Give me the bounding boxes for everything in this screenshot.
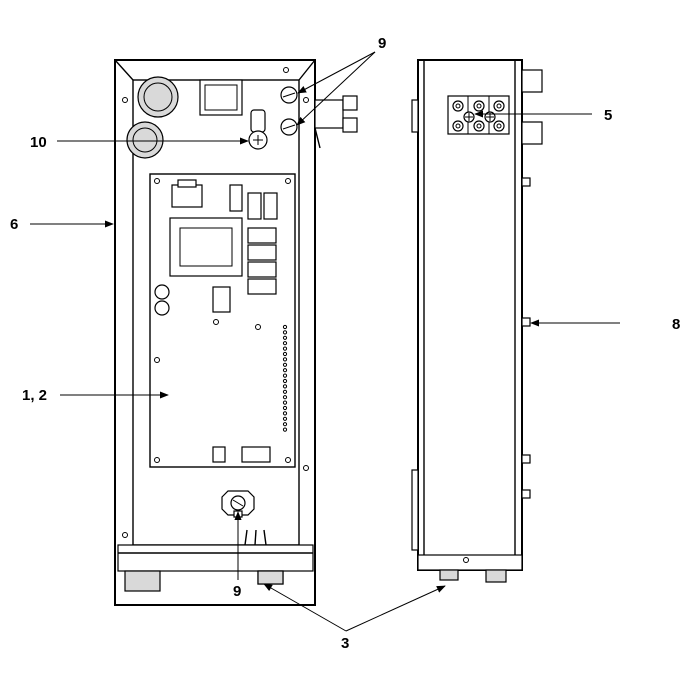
header-pin bbox=[282, 405, 288, 411]
header-pin bbox=[282, 411, 288, 416]
callout-10: 10 bbox=[30, 134, 47, 151]
header-pin bbox=[282, 346, 288, 351]
header-pin bbox=[282, 378, 288, 384]
callout-labels: 9 10 6 5 8 1, 2 9 3 bbox=[10, 35, 680, 652]
side-view-unit bbox=[411, 59, 543, 583]
header-pin bbox=[282, 384, 288, 389]
header-pin bbox=[282, 351, 288, 357]
callout-9-top: 9 bbox=[378, 35, 386, 52]
header-pin bbox=[282, 335, 288, 340]
callout-5: 5 bbox=[604, 107, 612, 124]
header-pin bbox=[282, 400, 288, 405]
leader-3-right bbox=[345, 585, 446, 632]
header-pin bbox=[282, 368, 288, 373]
header-pin bbox=[282, 357, 288, 362]
callout-8: 8 bbox=[672, 316, 680, 333]
header-pin bbox=[282, 330, 288, 335]
callout-9-bottom: 9 bbox=[233, 583, 241, 600]
callout-3: 3 bbox=[341, 635, 349, 652]
header-pin bbox=[282, 324, 288, 330]
leader-9-upper bbox=[297, 51, 376, 94]
header-pin bbox=[282, 389, 288, 394]
header-pin bbox=[282, 373, 288, 378]
leader-9-lower bbox=[296, 51, 376, 126]
callout-6: 6 bbox=[10, 216, 18, 233]
header-pin bbox=[282, 427, 288, 432]
leader-lines bbox=[30, 51, 620, 632]
header-pin bbox=[282, 416, 288, 421]
pin-header bbox=[282, 324, 288, 432]
leader-3-left bbox=[263, 583, 347, 632]
header-pin bbox=[282, 395, 288, 400]
header-pin bbox=[282, 362, 288, 367]
header-pin bbox=[282, 341, 288, 346]
front-view-unit bbox=[114, 59, 358, 606]
callout-1-2: 1, 2 bbox=[22, 387, 47, 404]
header-pin bbox=[282, 422, 288, 427]
